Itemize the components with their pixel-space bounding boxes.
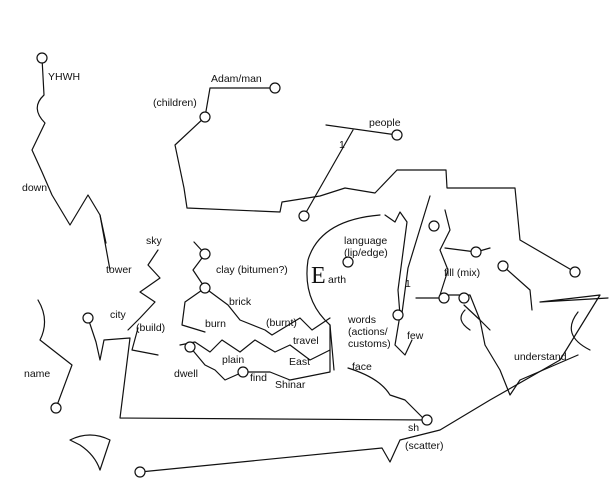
node-language (428, 220, 440, 232)
line-language (384, 211, 413, 356)
labels: YHWH Adam/man (children) people 1 down s… (22, 71, 567, 452)
label-one-mid: 1 (405, 278, 411, 290)
node-brick (199, 282, 211, 294)
label-children: (children) (153, 97, 197, 109)
line-words-tall (401, 195, 431, 314)
label-fill-mix: fill (mix) (444, 267, 480, 279)
label-people: people (369, 117, 401, 129)
label-scatter: (scatter) (405, 440, 444, 452)
label-clay: clay (bitumen?) (216, 264, 288, 276)
label-dwell: dwell (174, 368, 198, 380)
label-customs: customs) (348, 338, 391, 350)
label-east: East (289, 356, 310, 368)
line-adam (204, 87, 276, 118)
label-few: few (407, 330, 424, 342)
line-fill (439, 209, 491, 331)
node-words (392, 309, 404, 321)
node-scatter (134, 466, 146, 478)
line-brick (204, 287, 331, 336)
node-fill-4 (458, 292, 470, 304)
line-right-hook (460, 309, 591, 351)
label-shinar: Shinar (275, 379, 306, 391)
line-tower (127, 249, 161, 331)
line-city-chain (87, 317, 431, 421)
label-plain: plain (222, 354, 244, 366)
line-face (347, 367, 426, 421)
line-scatter-curve (69, 434, 111, 471)
label-travel: travel (293, 335, 319, 347)
line-yhwh-down (31, 57, 107, 244)
label-understand: understand (514, 351, 567, 363)
label-one-top: 1 (339, 139, 345, 151)
node-fill-2 (497, 260, 509, 272)
node-adam (269, 82, 281, 94)
label-sh: sh (408, 422, 419, 434)
label-name: name (24, 368, 50, 380)
label-burn: burn (205, 318, 226, 330)
label-yhwh: YHWH (48, 71, 80, 83)
node-fill-1 (470, 246, 482, 258)
label-build: (build) (136, 322, 165, 334)
line-understand (463, 304, 579, 396)
label-adam-man: Adam/man (211, 73, 262, 85)
node-clay (199, 248, 211, 260)
label-earth-rest: arth (328, 274, 346, 286)
node-fill-3 (438, 292, 450, 304)
label-language: language (344, 235, 387, 247)
node-dwell (237, 366, 249, 378)
node-sh (421, 414, 433, 426)
node-build (184, 341, 196, 353)
label-tower: tower (106, 264, 132, 276)
label-lip-edge: (lip/edge) (344, 247, 388, 259)
label-sky: sky (146, 235, 163, 247)
label-find: find (250, 372, 267, 384)
label-words: words (347, 314, 376, 326)
node-earth (342, 256, 354, 268)
node-city (82, 312, 94, 324)
label-face: face (352, 361, 372, 373)
line-name (37, 299, 73, 409)
node-name (50, 402, 62, 414)
line-down-branch (99, 214, 111, 271)
label-brick: brick (229, 296, 252, 308)
line-burn (179, 339, 331, 361)
line-earth-arc (306, 214, 381, 371)
label-actions: (actions/ (348, 326, 388, 338)
node-right (569, 266, 581, 278)
node-yhwh (36, 52, 48, 64)
label-earth-initial: E (311, 263, 326, 289)
nodes (36, 52, 581, 478)
line-top-loop (174, 116, 576, 273)
label-burnt: (burnt) (266, 317, 297, 329)
label-down: down (22, 182, 47, 194)
line-fill-right (415, 247, 533, 311)
line-bottom-border (139, 294, 609, 473)
label-city: city (110, 309, 127, 321)
node-children (199, 111, 211, 123)
node-one-top (298, 210, 310, 222)
line-people (303, 124, 398, 217)
node-people (391, 129, 403, 141)
line-build (131, 327, 159, 356)
